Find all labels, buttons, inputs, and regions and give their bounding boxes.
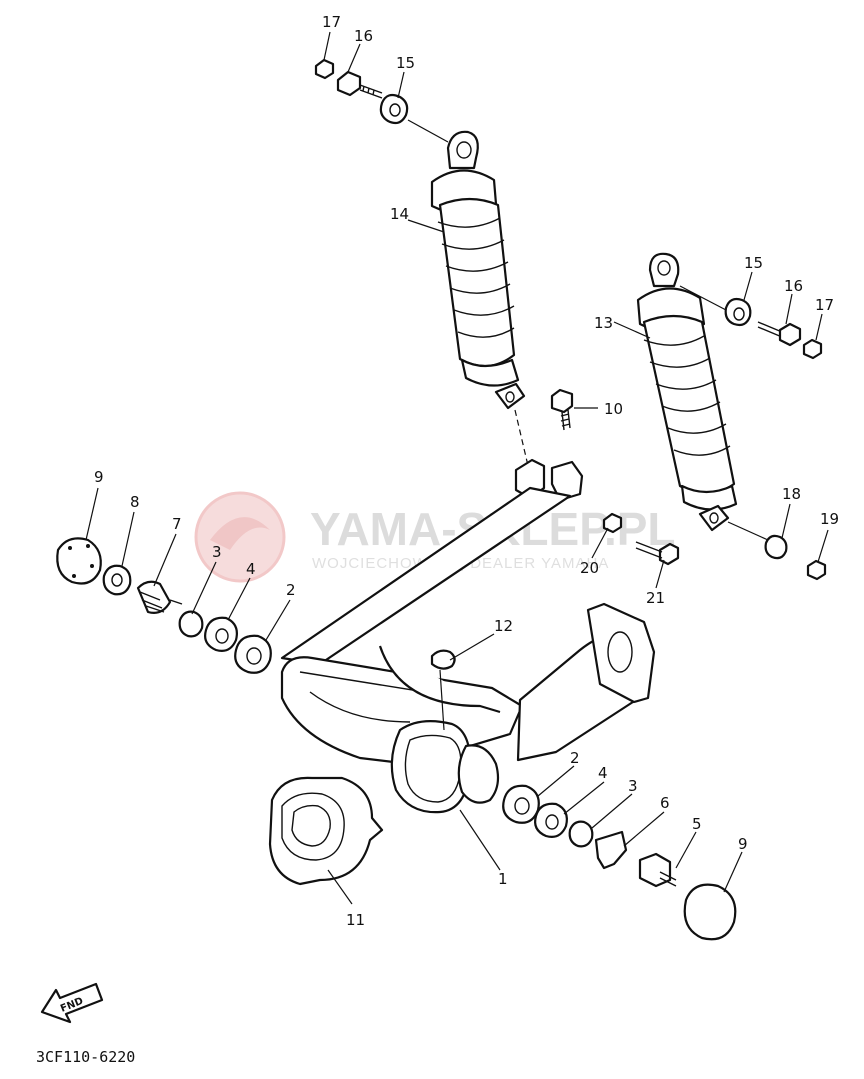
find-arrow-icon: FND [40, 982, 104, 1024]
callout-3b: 3 [628, 777, 638, 795]
callout-16a: 16 [354, 27, 373, 45]
callout-13: 13 [594, 314, 613, 332]
callout-12: 12 [494, 617, 513, 635]
callout-9a: 9 [94, 468, 104, 486]
leader-lines [85, 31, 829, 905]
callout-1: 1 [498, 870, 508, 888]
chain-case-cover [268, 776, 384, 886]
callout-15a: 15 [396, 54, 415, 72]
callout-15b: 15 [744, 254, 763, 272]
shock-absorber-left [430, 130, 530, 471]
callout-3a: 3 [212, 543, 222, 561]
callout-4a: 4 [246, 560, 256, 578]
callout-18: 18 [782, 485, 801, 503]
callout-11: 11 [346, 911, 365, 929]
shock-absorber-right [636, 252, 827, 581]
pivot-hardware-left [56, 537, 272, 674]
callout-labels: 17 16 15 14 15 16 17 13 10 18 19 20 21 9… [94, 13, 839, 929]
shock-top-hardware-left [314, 58, 449, 143]
callout-21: 21 [646, 589, 665, 607]
callout-6: 6 [660, 794, 670, 812]
callout-9b: 9 [738, 835, 748, 853]
callout-10: 10 [604, 400, 623, 418]
callout-5: 5 [692, 815, 702, 833]
callout-2b: 2 [570, 749, 580, 767]
callout-8: 8 [130, 493, 140, 511]
callout-14: 14 [390, 205, 409, 223]
callout-17a: 17 [322, 13, 341, 31]
pivot-hardware-right [502, 784, 737, 941]
callout-16b: 16 [784, 277, 803, 295]
callout-17b: 17 [815, 296, 834, 314]
upper-mount-bolts [550, 388, 680, 566]
callout-20: 20 [580, 559, 599, 577]
callout-7: 7 [172, 515, 182, 533]
drawing-code: 3CF110-6220 [36, 1048, 135, 1066]
callout-2a: 2 [286, 581, 296, 599]
swingarm [280, 458, 656, 814]
callout-4b: 4 [598, 764, 608, 782]
callout-19: 19 [820, 510, 839, 528]
